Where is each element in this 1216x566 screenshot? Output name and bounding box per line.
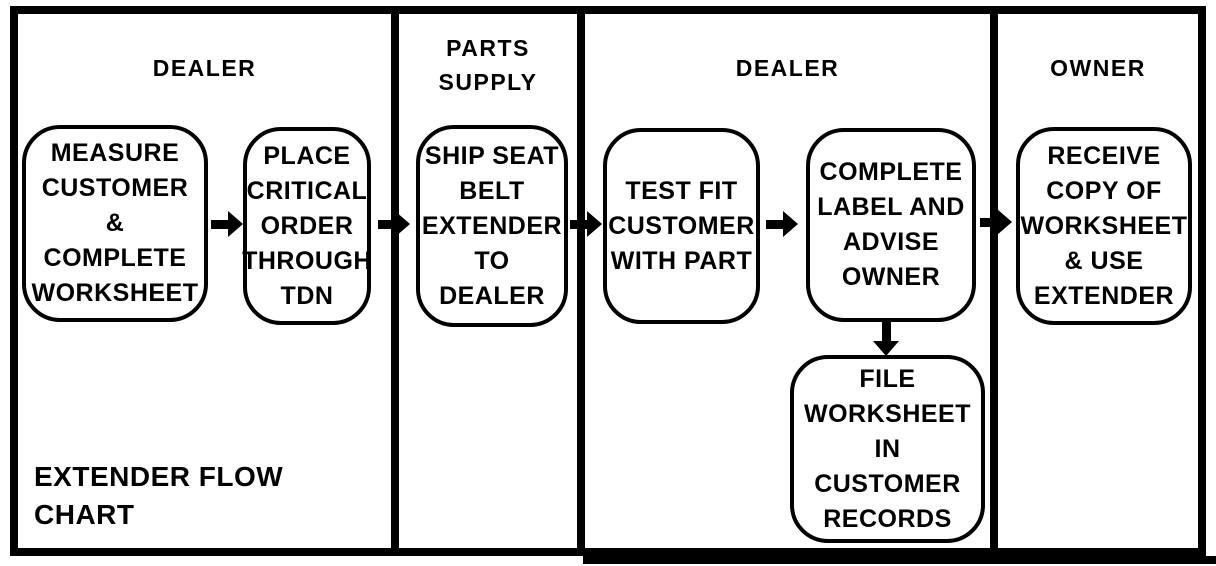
flow-arrow-right-5 bbox=[980, 209, 1012, 235]
process-box-file-worksheet: FILE WORKSHEET IN CUSTOMER RECORDS bbox=[790, 355, 985, 543]
arrow-stem bbox=[570, 219, 587, 229]
box-line: BELT bbox=[459, 176, 525, 205]
box-line: MEASURE bbox=[50, 139, 180, 167]
box-line: CUSTOMER bbox=[41, 174, 189, 202]
box-line: EXTENDER bbox=[1033, 281, 1175, 310]
box-line: SHIP SEAT bbox=[424, 141, 560, 170]
box-line: THROUGH bbox=[242, 246, 372, 275]
lane-header-dealer-2: DEALER bbox=[585, 51, 990, 85]
box-line: COMPLETE bbox=[43, 244, 187, 272]
lane-divider-dealer-owner bbox=[990, 14, 998, 548]
process-box-complete-label: COMPLETE LABEL AND ADVISE OWNER bbox=[806, 128, 976, 322]
lane-divider-dealer-parts bbox=[391, 14, 399, 548]
flow-arrow-down-1 bbox=[873, 321, 899, 356]
arrow-stem bbox=[211, 219, 228, 229]
lane-header-label: DEALER bbox=[735, 55, 840, 81]
box-line: TO bbox=[474, 246, 510, 275]
arrow-stem bbox=[378, 219, 395, 229]
lane-header-label: OWNER bbox=[1050, 55, 1146, 81]
box-line: RECEIVE bbox=[1047, 141, 1161, 170]
arrow-right-icon bbox=[587, 211, 602, 237]
arrow-stem bbox=[881, 321, 891, 341]
process-box-test-fit-customer: TEST FIT CUSTOMER WITH PART bbox=[603, 128, 760, 324]
box-line: RECORDS bbox=[823, 504, 952, 533]
flow-arrow-right-3 bbox=[570, 211, 602, 237]
box-line: CUSTOMER bbox=[814, 469, 961, 498]
flow-arrow-right-2 bbox=[378, 211, 410, 237]
lane-header-parts-supply: PARTS SUPPLY bbox=[399, 31, 577, 99]
process-box-place-critical-order: PLACE CRITICAL ORDER THROUGH TDN bbox=[242, 127, 372, 325]
chart-outer-border bbox=[10, 6, 1206, 556]
box-line: FILE bbox=[859, 364, 916, 393]
box-line: PLACE bbox=[263, 141, 351, 170]
chart-title-line: CHART bbox=[34, 499, 135, 530]
box-line: & bbox=[105, 209, 125, 237]
arrow-right-icon bbox=[395, 211, 410, 237]
process-box-receive-copy: RECEIVE COPY OF WORKSHEET & USE EXTENDER bbox=[1016, 127, 1192, 325]
lane-header-label: PARTS bbox=[446, 35, 530, 61]
box-line: LABEL AND bbox=[817, 193, 965, 221]
box-line: TEST FIT bbox=[625, 176, 738, 205]
box-line: WORKSHEET bbox=[804, 399, 971, 428]
flow-arrow-right-4 bbox=[766, 211, 798, 237]
box-line: TDN bbox=[280, 281, 334, 310]
arrow-right-icon bbox=[228, 211, 243, 237]
box-line: IN bbox=[874, 434, 901, 463]
box-line: OWNER bbox=[841, 263, 941, 291]
box-line: WITH PART bbox=[610, 246, 753, 275]
box-line: EXTENDER bbox=[421, 211, 563, 240]
box-line: ORDER bbox=[260, 211, 354, 240]
box-line: CUSTOMER bbox=[608, 211, 755, 240]
box-line: CRITICAL bbox=[246, 176, 368, 205]
box-line: WORKSHEET bbox=[31, 279, 199, 307]
chart-title: EXTENDER FLOW CHART bbox=[34, 458, 283, 534]
process-box-ship-extender: SHIP SEAT BELT EXTENDER TO DEALER bbox=[416, 125, 568, 327]
lane-header-owner: OWNER bbox=[998, 51, 1198, 85]
process-box-measure-customer: MEASURE CUSTOMER & COMPLETE WORKSHEET bbox=[22, 125, 208, 322]
arrow-stem bbox=[980, 217, 997, 227]
arrow-down-icon bbox=[873, 341, 899, 356]
box-line: & USE bbox=[1064, 246, 1144, 275]
bottom-border-offset-line bbox=[583, 556, 1216, 564]
box-line: WORKSHEET bbox=[1020, 211, 1188, 240]
arrow-right-icon bbox=[997, 209, 1012, 235]
lane-header-label: DEALER bbox=[152, 55, 257, 81]
flow-arrow-right-1 bbox=[211, 211, 243, 237]
arrow-stem bbox=[766, 219, 783, 229]
box-line: DEALER bbox=[439, 281, 545, 310]
box-line: COMPLETE bbox=[819, 158, 963, 186]
lane-header-dealer-1: DEALER bbox=[18, 51, 391, 85]
arrow-right-icon bbox=[783, 211, 798, 237]
lane-divider-parts-dealer bbox=[577, 14, 585, 548]
box-line: COPY OF bbox=[1046, 176, 1162, 205]
box-line: ADVISE bbox=[842, 228, 940, 256]
lane-header-label: SUPPLY bbox=[438, 69, 538, 95]
chart-title-line: EXTENDER FLOW bbox=[34, 461, 284, 492]
